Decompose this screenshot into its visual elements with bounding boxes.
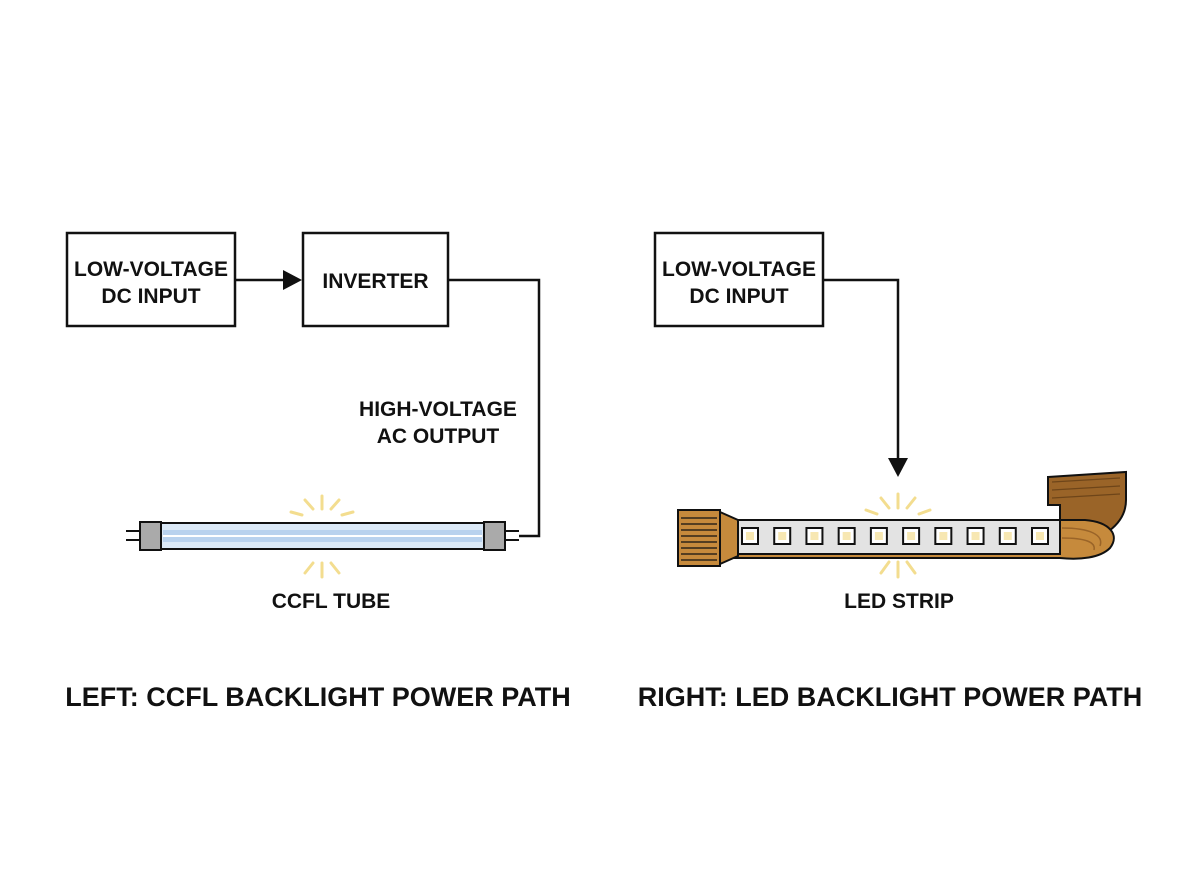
led-chip-emitter xyxy=(746,532,754,540)
ccfl-tube-label: CCFL TUBE xyxy=(272,590,391,613)
led-chip-emitter xyxy=(971,532,980,540)
led-chip-emitter xyxy=(1036,532,1044,540)
led-chip-emitter xyxy=(1003,532,1012,540)
ccfl-tube-icon xyxy=(126,521,519,551)
left-dc-input-box: LOW-VOLTAGE DC INPUT xyxy=(65,231,237,328)
inverter-label: INVERTER xyxy=(322,270,428,293)
led-strip-label: LED STRIP xyxy=(844,590,954,613)
led-chip-emitter xyxy=(842,532,851,540)
led-chip-emitter xyxy=(939,532,948,540)
ac-output-line2: AC OUTPUT xyxy=(377,425,500,448)
high-voltage-wire xyxy=(448,278,541,538)
left-dc-input-line1: LOW-VOLTAGE xyxy=(74,258,228,281)
right-dc-input-line2: DC INPUT xyxy=(689,285,788,308)
left-diagram: LOW-VOLTAGE DC INPUT INVERTER HIGH-VOLTA… xyxy=(65,231,571,712)
right-diagram: LOW-VOLTAGE DC INPUT xyxy=(638,231,1142,712)
right-caption: RIGHT: LED BACKLIGHT POWER PATH xyxy=(638,682,1142,712)
right-dc-input-box: LOW-VOLTAGE DC INPUT xyxy=(653,231,825,328)
ac-output-line1: HIGH-VOLTAGE xyxy=(359,398,517,421)
led-strip-icon xyxy=(677,470,1127,567)
led-chip-emitter xyxy=(907,532,916,540)
left-dc-input-line2: DC INPUT xyxy=(101,285,200,308)
arrow-right-icon xyxy=(235,270,302,290)
inverter-box: INVERTER xyxy=(301,231,450,328)
led-chip-emitter xyxy=(810,532,819,540)
arrow-down-icon xyxy=(823,278,908,477)
left-caption: LEFT: CCFL BACKLIGHT POWER PATH xyxy=(65,682,570,712)
right-dc-input-line1: LOW-VOLTAGE xyxy=(662,258,816,281)
glow-rays-icon xyxy=(289,494,355,579)
glow-rays-icon xyxy=(864,492,932,579)
led-chip-emitter xyxy=(874,532,883,540)
led-chip-emitter xyxy=(778,532,787,540)
